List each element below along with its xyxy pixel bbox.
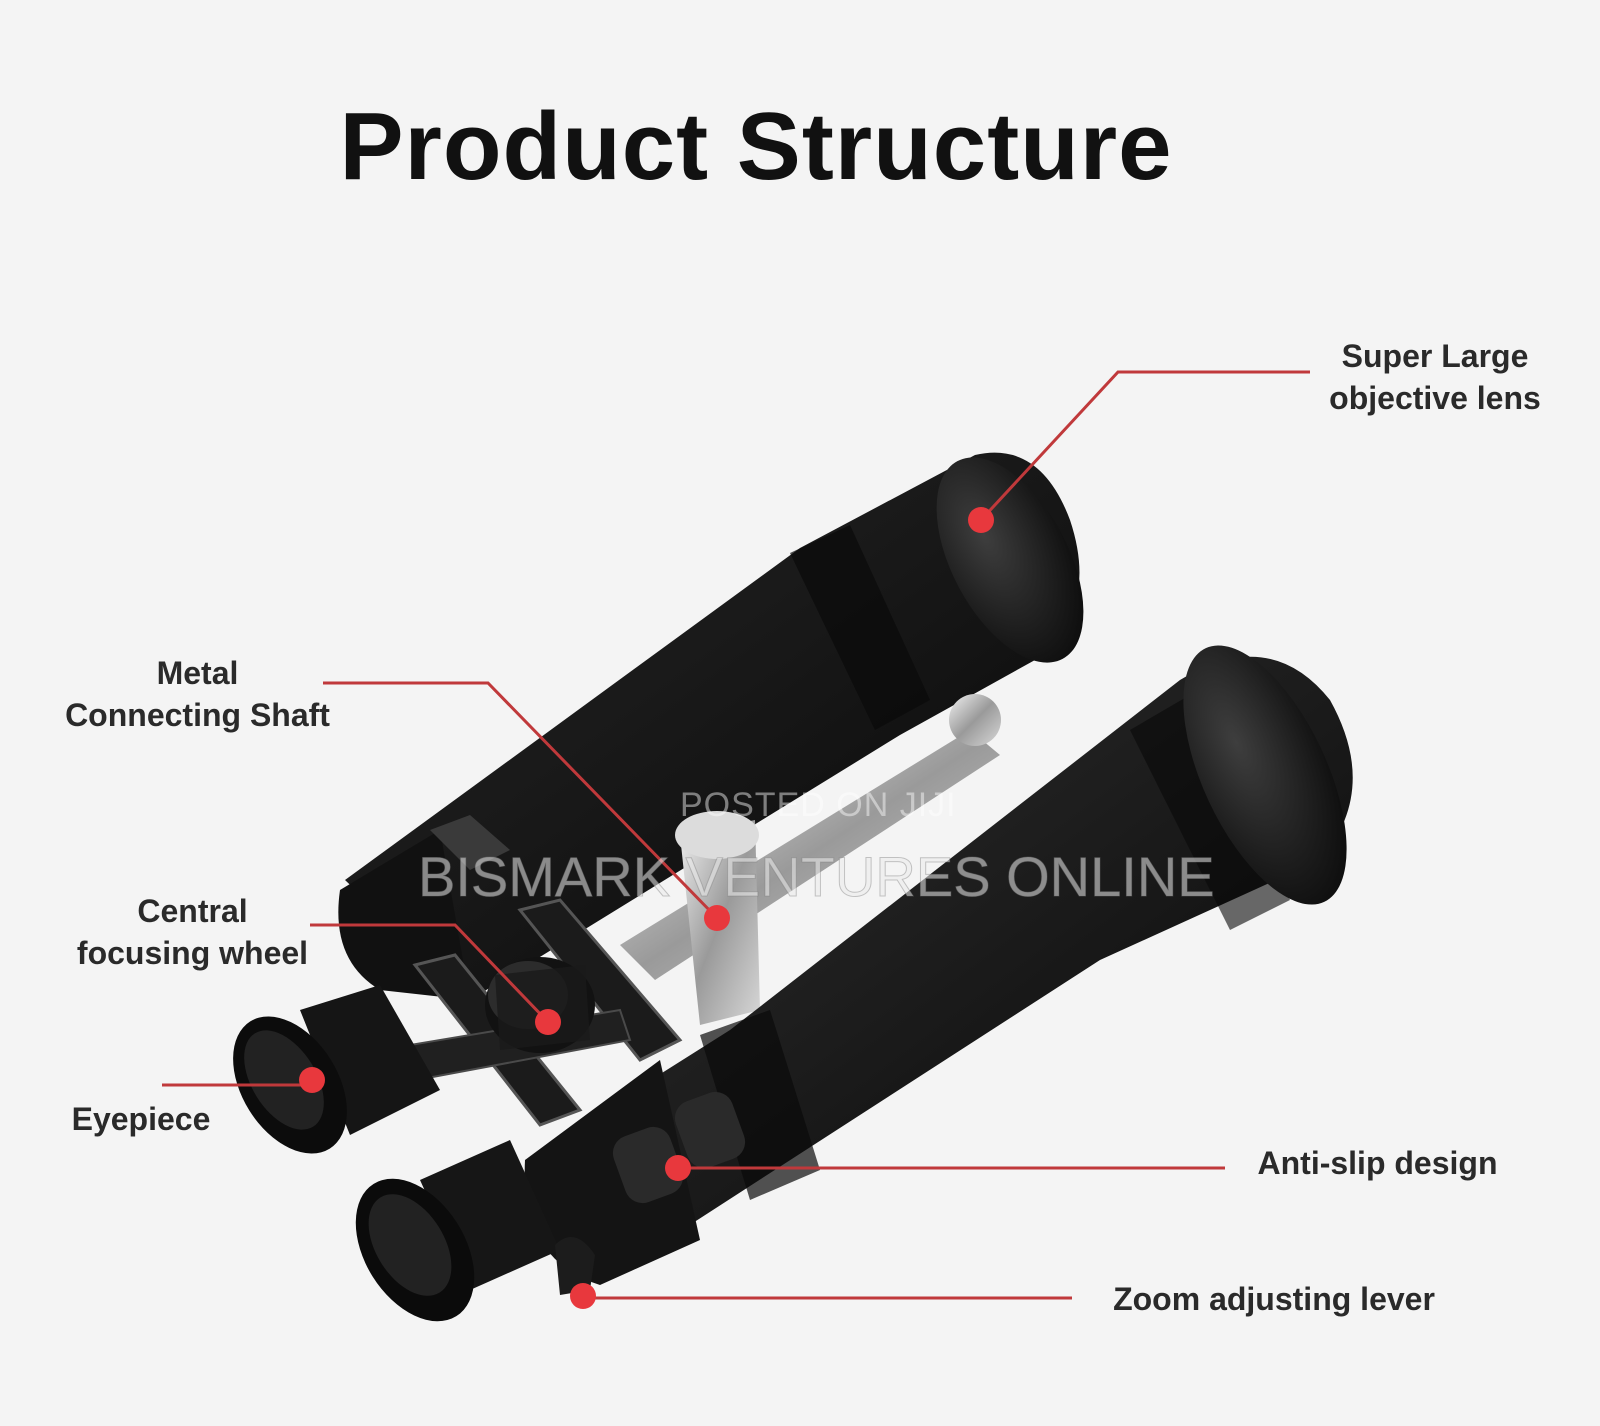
watermark-seller: BISMARK VENTURES ONLINE xyxy=(418,845,1216,909)
dot-focusing-wheel xyxy=(535,1009,561,1035)
label-anti-slip: Anti-slip design xyxy=(1245,1142,1510,1184)
page-title: Product Structure xyxy=(339,93,1173,200)
label-line: Anti-slip design xyxy=(1257,1145,1498,1181)
label-line: Metal xyxy=(156,655,239,691)
focusing-wheel-shape xyxy=(485,957,595,1053)
label-objective-lens: Super Large objective lens xyxy=(1310,335,1560,419)
line-connecting-shaft xyxy=(323,681,719,920)
line-objective-lens xyxy=(979,370,1310,522)
watermark-posted: POSTED ON JIJI xyxy=(680,786,957,824)
dot-objective-lens xyxy=(968,507,994,533)
dot-anti-slip xyxy=(665,1155,691,1181)
line-focusing-wheel xyxy=(310,923,550,1024)
label-line: focusing wheel xyxy=(76,935,309,971)
rear-barrel xyxy=(338,452,1084,1000)
right-eyepiece xyxy=(355,1140,560,1322)
front-barrel xyxy=(524,645,1353,1285)
label-line: Central xyxy=(137,893,248,929)
label-line: Super Large xyxy=(1341,338,1529,374)
label-focusing-wheel: Central focusing wheel xyxy=(65,890,320,974)
label-line: Eyepiece xyxy=(71,1101,211,1137)
callout-lines xyxy=(162,370,1310,1300)
label-line: Connecting Shaft xyxy=(65,697,330,733)
label-connecting-shaft: Metal Connecting Shaft xyxy=(55,652,340,736)
label-line: objective lens xyxy=(1329,380,1541,416)
dot-zoom-lever xyxy=(570,1283,596,1309)
label-line: Zoom adjusting lever xyxy=(1113,1281,1435,1317)
dot-connecting-shaft xyxy=(704,905,730,931)
callout-dots xyxy=(299,507,994,1309)
zoom-lever-shape xyxy=(555,1237,595,1295)
dot-eyepiece xyxy=(299,1067,325,1093)
label-zoom-lever: Zoom adjusting lever xyxy=(1098,1278,1450,1320)
label-eyepiece: Eyepiece xyxy=(62,1098,220,1140)
